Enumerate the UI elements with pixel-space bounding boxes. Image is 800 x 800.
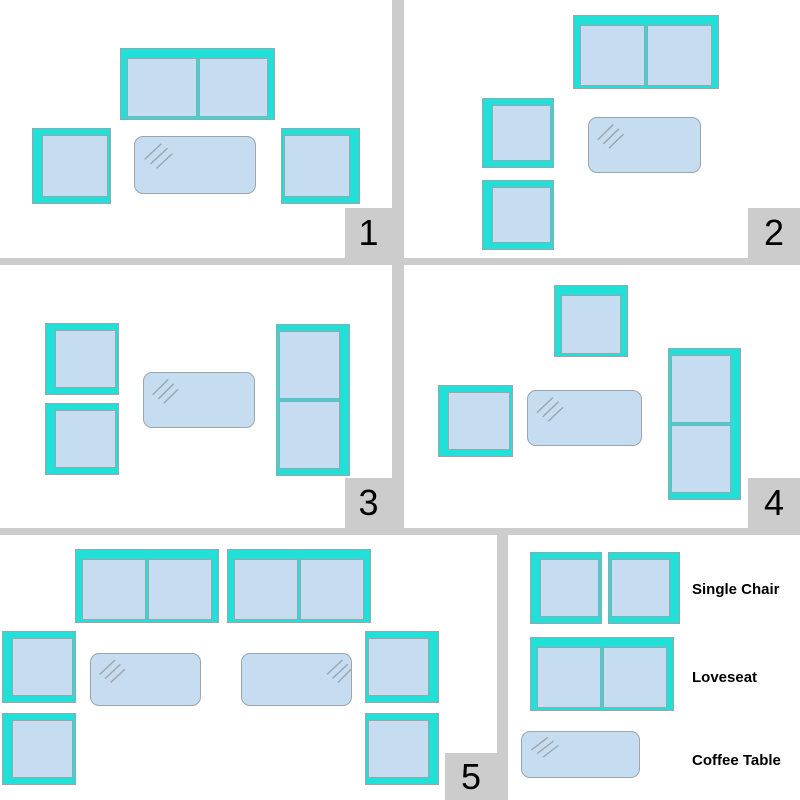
chair-seat-cushion [540,559,599,617]
loveseat-cushion [82,559,146,620]
panel-5[interactable]: 5 [0,535,497,800]
coffee-table[interactable] [143,372,255,428]
glass-reflection-hatch-icon [522,732,639,777]
chair-seat-cushion [368,720,429,778]
chair-seat-cushion [284,135,350,197]
panel-5-number-badge: 5 [445,753,497,800]
panel-4[interactable]: 4 [404,265,800,528]
coffee-table-left[interactable] [90,653,201,706]
loveseat-cushion [580,25,645,86]
chair-lower-left[interactable] [482,180,554,250]
loveseat-cushion [671,355,731,423]
chair-seat-cushion [42,135,108,197]
legend-chair-right[interactable] [608,552,680,624]
loveseat-cushion [537,647,601,708]
chair-left[interactable] [438,385,513,457]
panel-2[interactable]: 2 [404,0,800,258]
panel-2-number-badge: 2 [748,208,800,258]
chair-seat-cushion [611,559,670,617]
chair-seat-cushion [492,187,551,243]
chair-upper-left[interactable] [45,323,119,395]
glass-reflection-hatch-icon [91,654,200,705]
glass-reflection-hatch-icon [528,391,641,445]
glass-reflection-hatch-icon [589,118,700,172]
chair-seat-cushion [368,638,429,696]
loveseat-cushion [279,401,340,469]
glass-reflection-hatch-icon [135,137,255,193]
chair-upper-left[interactable] [482,98,554,168]
chair-lower-left[interactable] [45,403,119,475]
chair-seat-cushion [448,392,510,450]
glass-reflection-hatch-icon [144,373,254,427]
loveseat-right[interactable] [276,324,350,476]
panel-4-number-badge: 4 [748,478,800,528]
loveseat-top[interactable] [573,15,719,89]
chair-seat-cushion [561,295,621,354]
loveseat-cushion [671,425,731,493]
chair-seat-cushion [492,105,551,161]
panel-1[interactable]: 1 [0,0,392,258]
panel-1-number-badge: 1 [345,208,392,258]
loveseat-cushion [603,647,667,708]
chair-left-upper[interactable] [2,631,76,703]
loveseat-cushion [300,559,364,620]
loveseat-top[interactable] [120,48,275,120]
loveseat-top-left[interactable] [75,549,219,623]
loveseat-cushion [198,58,268,117]
coffee-table[interactable] [134,136,256,194]
legend-coffee-table[interactable] [521,731,640,778]
chair-right-upper[interactable] [365,631,439,703]
loveseat-cushion [148,559,212,620]
loveseat-top-right[interactable] [227,549,371,623]
loveseat-cushion [279,331,340,399]
legend-chair-left[interactable] [530,552,602,624]
chair-seat-cushion [55,330,116,388]
coffee-table[interactable] [588,117,701,173]
chair-left-lower[interactable] [2,713,76,785]
chair-right[interactable] [281,128,360,204]
chair-seat-cushion [12,638,73,696]
legend-label-1: Loveseat [692,669,758,686]
legend-label-2: Coffee Table [692,752,781,769]
loveseat-cushion [127,58,197,117]
panel-3-number-badge: 3 [345,478,392,528]
chair-seat-cushion [12,720,73,778]
coffee-table-right[interactable] [241,653,352,706]
panel-3[interactable]: 3 [0,265,392,528]
chair-top[interactable] [554,285,628,357]
legend-label-0: Single Chair [692,581,780,598]
chair-left[interactable] [32,128,111,204]
chair-right-lower[interactable] [365,713,439,785]
loveseat-right[interactable] [668,348,741,500]
glass-reflection-hatch-icon [242,654,351,705]
chair-seat-cushion [55,410,116,468]
legend-loveseat[interactable] [530,637,674,711]
coffee-table[interactable] [527,390,642,446]
loveseat-cushion [234,559,298,620]
loveseat-cushion [647,25,712,86]
